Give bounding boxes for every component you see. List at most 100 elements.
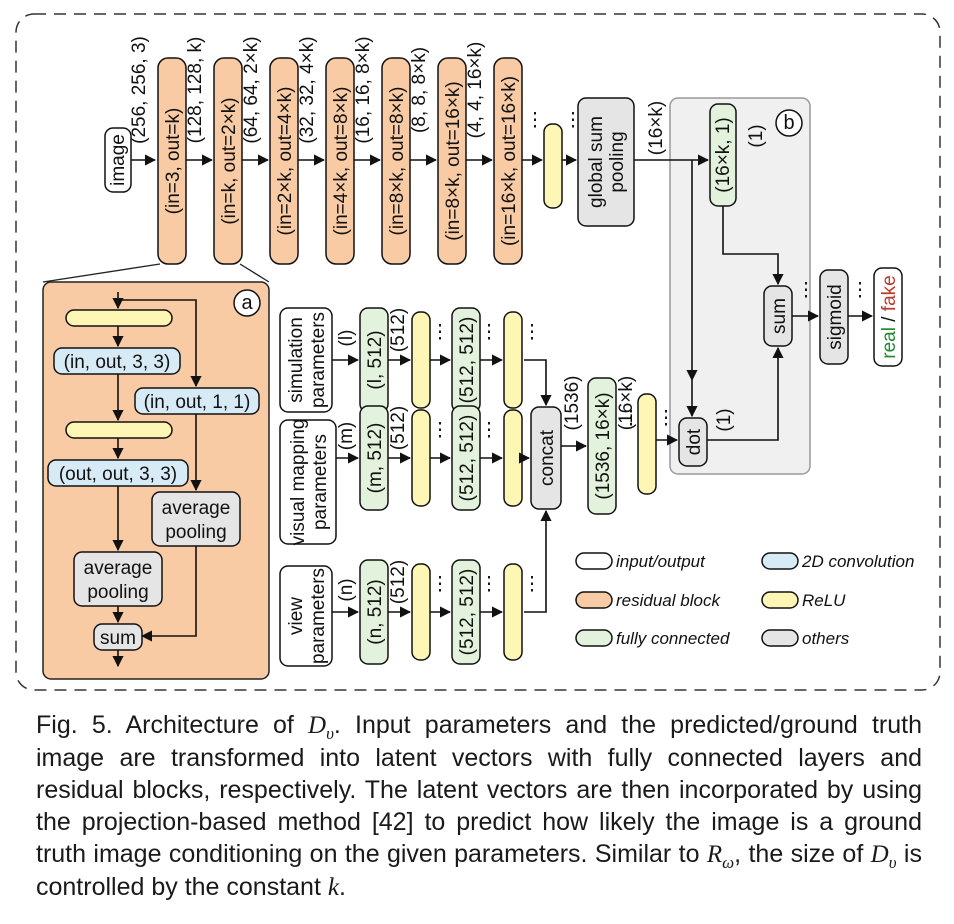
param-input-box xyxy=(279,565,333,667)
output-fake: fake xyxy=(879,275,900,311)
dim-label: (4, 4, 16×k) xyxy=(465,42,486,139)
param-dim-in: (l) xyxy=(336,330,357,347)
global-sum-pooling-label-1: global sum xyxy=(586,116,607,208)
dot-label: dot xyxy=(684,428,705,455)
outer-frame xyxy=(15,13,941,691)
inset-sum xyxy=(93,623,143,651)
caption-t1: Architecture of xyxy=(125,711,294,739)
legend-input-output: input/output xyxy=(616,552,706,571)
param-dim-in: (n) xyxy=(336,578,357,601)
dots-concat-b: ⋮ xyxy=(657,408,676,429)
inset-relu-1 xyxy=(65,309,173,327)
inset-avgpool-skip-label-2: pooling xyxy=(165,522,226,543)
inset-conv-1-label: (in, out, 3, 3) xyxy=(64,352,171,373)
param-fc-2-label: (512, 512) xyxy=(457,569,478,656)
output-slash: / xyxy=(879,311,900,327)
param-dots: ⋮ xyxy=(480,420,499,441)
dots-concat-a: ⋮ xyxy=(622,408,641,429)
legend-others: others xyxy=(802,629,850,648)
legend-swatch-conv xyxy=(761,552,799,570)
badge-a-label: a xyxy=(241,292,253,314)
zoom-line-left xyxy=(42,263,161,283)
caption-t4: is controlled by the constant xyxy=(36,840,922,901)
legend-swatch-residual xyxy=(575,591,613,609)
param-label-1: visual mapping xyxy=(288,419,309,546)
connectors-main xyxy=(131,154,874,613)
param-relu-2 xyxy=(503,311,523,409)
caption-t2: . Input parameters and the predicted/gro… xyxy=(36,711,922,868)
inset-sum-label: sum xyxy=(100,628,136,649)
inset-conv-2 xyxy=(47,459,189,487)
param-relu-1 xyxy=(411,409,431,507)
dim-label: (32, 32, 4×k) xyxy=(297,36,318,143)
residual-block-label: (in=16×k, out=16×k) xyxy=(499,76,520,246)
architecture-diagram: b a image (in=3, out=k) (256, 256, 3) (in=… xyxy=(15,13,941,691)
dim-label: (256, 256, 3) xyxy=(129,36,150,144)
dim-dot-label: (1) xyxy=(714,408,735,431)
legend-swatch-input-output xyxy=(575,552,613,570)
param-relu-2 xyxy=(503,563,523,661)
param-dots: ⋮ xyxy=(523,322,542,343)
inset-relu-2 xyxy=(65,421,173,439)
param-dots: ⋮ xyxy=(431,322,450,343)
inset-connectors xyxy=(112,292,202,668)
output-label: real / fake xyxy=(879,275,900,358)
panel-b xyxy=(669,97,811,475)
residual-block-label: (in=2×k, out=4×k) xyxy=(275,87,296,236)
dot-box xyxy=(678,417,708,467)
residual-blocks-row: (in=3, out=k)(256, 256, 3)(in=k, out=2×k… xyxy=(129,36,544,265)
caption-k: k xyxy=(327,874,339,901)
badge-a xyxy=(233,289,261,317)
caption-D: D xyxy=(308,712,327,739)
param-fc-2-label: (512, 512) xyxy=(457,317,478,404)
inset-conv-skip-label: (in, out, 1, 1) xyxy=(144,392,251,413)
caption-t5: . xyxy=(338,873,346,901)
param-input-box xyxy=(279,419,337,545)
residual-block-5 xyxy=(381,57,411,265)
figure-caption: Fig. 5. Architecture of Dυ. Input parame… xyxy=(36,709,922,904)
global-sum-pooling-box xyxy=(577,97,635,227)
inset-avgpool-skip-label-1: average xyxy=(162,498,231,519)
zoom-line-right xyxy=(239,263,270,283)
dim-concat-label: (1536) xyxy=(562,376,583,431)
inset-conv-2-label: (out, out, 3, 3) xyxy=(59,464,177,485)
param-label-2: parameters xyxy=(308,312,329,408)
param-relu-1 xyxy=(411,311,431,409)
sigmoid-box xyxy=(819,269,849,365)
image-input-label: image xyxy=(108,134,129,186)
caption-D2: D xyxy=(870,841,889,868)
inset-avgpool-main-label-1: average xyxy=(84,558,153,579)
legend-swatch-relu xyxy=(761,591,799,609)
legend-fc: fully connected xyxy=(616,629,730,648)
legend: input/output 2D convolution residual blo… xyxy=(575,552,914,648)
caption-sub-v2: υ xyxy=(888,853,897,872)
dim-pool-label: (16×k) xyxy=(646,101,667,155)
caption-t3: , the size of xyxy=(734,840,864,868)
badge-b-label: b xyxy=(783,112,794,134)
sigmoid-label: sigmoid xyxy=(825,284,846,349)
param-label-1: simulation xyxy=(286,317,307,403)
residual-block-7 xyxy=(493,57,523,265)
inset-conv-skip xyxy=(134,387,260,415)
param-label-2: parameters xyxy=(310,434,331,530)
fc-concat-label: (1536, 16×k) xyxy=(593,392,614,499)
param-label-2: parameters xyxy=(308,568,329,664)
param-dots: ⋮ xyxy=(431,574,450,595)
residual-block-1 xyxy=(157,57,187,265)
param-dots: ⋮ xyxy=(431,420,450,441)
relu-top xyxy=(543,123,563,209)
dim-label: (64, 64, 2×k) xyxy=(241,36,262,143)
legend-swatch-fc xyxy=(575,629,613,647)
inset-avgpool-main xyxy=(73,551,163,607)
param-dots: ⋮ xyxy=(480,322,499,343)
legend-conv2d: 2D convolution xyxy=(801,552,914,571)
param-dim-1: (512) xyxy=(388,308,409,352)
residual-block-2 xyxy=(213,57,243,265)
residual-block-label: (in=4×k, out=8×k) xyxy=(331,87,352,236)
residual-block-label: (in=3, out=k) xyxy=(163,108,184,215)
param-dots: ⋮ xyxy=(523,574,542,595)
param-label-1: view xyxy=(286,597,307,635)
legend-swatch-others xyxy=(761,629,799,647)
dots-sum: ⋮ xyxy=(797,280,816,301)
